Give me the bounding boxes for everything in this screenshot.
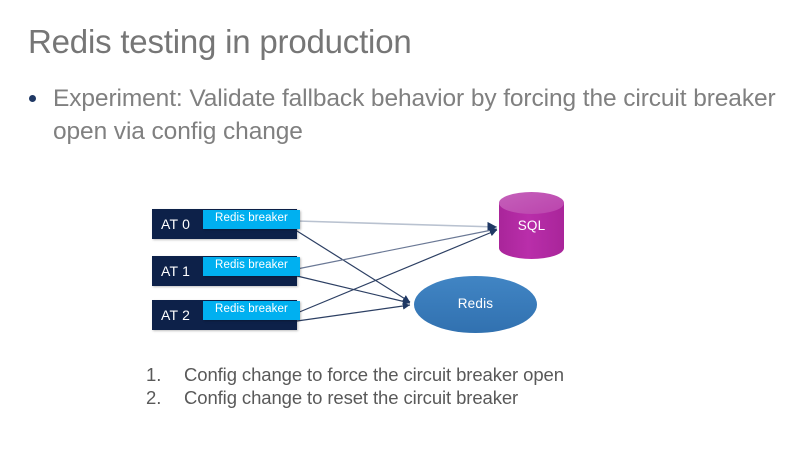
sql-node-label: SQL [517,218,546,233]
at-node-0: AT 0 Redis breaker [152,209,300,239]
numbered-step-marker: 1. [146,364,162,385]
at-node-2-label: AT 2 [161,307,191,323]
at-node-1-breaker-label: Redis breaker [215,259,288,271]
numbered-step-text: Config change to force the circuit break… [184,364,564,385]
page-title: Redis testing in production [28,23,412,60]
connector-at0-redis [296,230,411,303]
connector-at1-redis [296,275,411,305]
numbered-step-item: 2. Config change to reset the circuit br… [146,386,746,409]
numbered-step-text: Config change to reset the circuit break… [184,387,519,408]
numbered-step-marker: 2. [146,387,162,408]
connector-at0-sql [296,220,498,232]
bullet-list: Experiment: Validate fallback behavior b… [26,82,782,148]
at-node-2-breaker: Redis breaker [203,301,300,320]
bullet-dot-icon [29,95,36,102]
at-node-0-label: AT 0 [161,216,191,232]
connector-at2-redis [296,302,411,322]
numbered-step-item: 1. Config change to force the circuit br… [146,363,746,386]
at-node-1-label: AT 1 [161,263,191,279]
connector-at1-sql [296,226,498,270]
bullet-item: Experiment: Validate fallback behavior b… [26,82,782,148]
at-node-1-box [152,256,297,286]
connector-at2-sql [296,229,498,314]
sql-node-shape [499,192,564,259]
at-node-2: AT 2 Redis breaker [152,300,300,330]
at-node-0-breaker-label: Redis breaker [215,212,288,224]
at-node-2-box [152,300,297,330]
bullet-item-text: Experiment: Validate fallback behavior b… [53,85,776,145]
numbered-step-list: 1. Config change to force the circuit br… [146,363,746,409]
at-node-0-box [152,209,297,239]
at-node-1-breaker: Redis breaker [203,257,300,276]
redis-node-label: Redis [457,296,494,311]
at-node-2-breaker-label: Redis breaker [215,303,288,315]
redis-node-shape [414,276,537,333]
at-node-1: AT 1 Redis breaker [152,256,300,286]
at-node-0-breaker: Redis breaker [203,210,300,229]
